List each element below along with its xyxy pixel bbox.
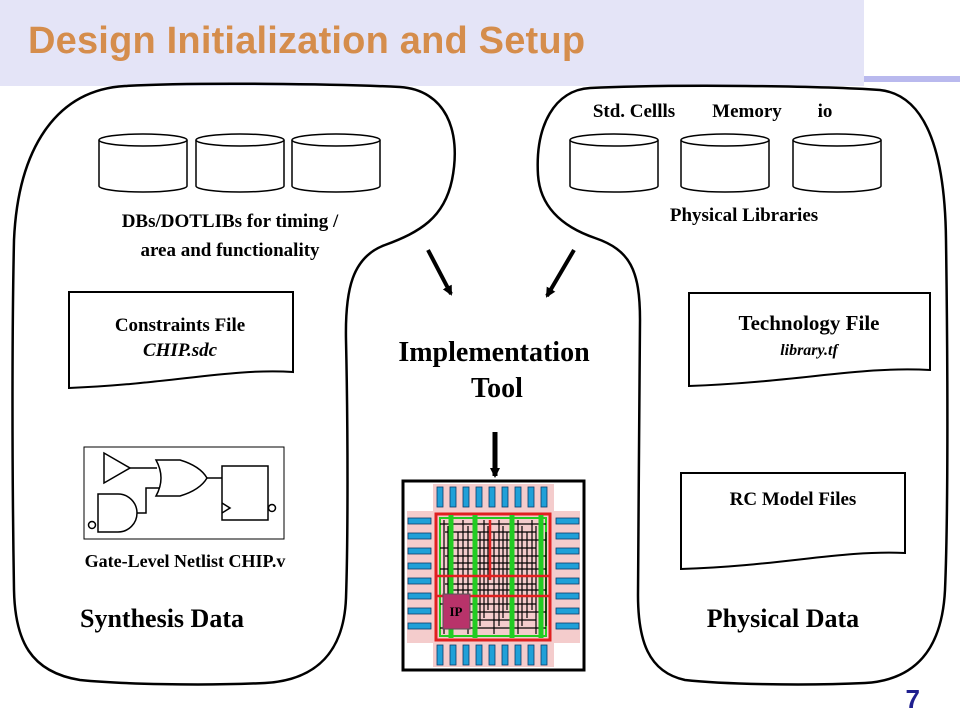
io-pad — [449, 486, 457, 508]
io-pad — [407, 547, 432, 555]
io-pad — [407, 622, 432, 630]
io-pad — [501, 644, 509, 666]
io-pads-top — [436, 486, 548, 508]
slide-title: Design Initialization and Setup — [28, 20, 586, 62]
io-pad — [407, 562, 432, 570]
constraints-file-name: CHIP.sdc — [143, 340, 218, 361]
timing-db-cylinder-3 — [291, 133, 381, 193]
io-pad — [436, 486, 444, 508]
db-caption-line2: area and functionality — [140, 240, 320, 261]
io-pad — [555, 607, 580, 615]
io-pad — [407, 592, 432, 600]
io-pad — [540, 644, 548, 666]
title-underline — [864, 76, 960, 82]
physical-lib-cylinder-std-cells — [569, 133, 659, 193]
netlist-caption: Gate-Level Netlist CHIP.v — [85, 551, 286, 571]
implementation-tool-line1: Implementation — [398, 337, 590, 368]
ip-block — [442, 593, 471, 630]
io-pads-right — [555, 517, 580, 630]
ip-block-label: IP — [450, 604, 463, 619]
io-pad — [407, 577, 432, 585]
synthesis-data-region — [11, 82, 456, 686]
io-pad — [462, 644, 470, 666]
io-pad — [407, 532, 432, 540]
constraints-file-title: Constraints File — [115, 315, 245, 336]
io-pad — [555, 532, 580, 540]
io-pad — [475, 486, 483, 508]
netlist-schematic — [83, 446, 285, 540]
physical-libraries-caption: Physical Libraries — [670, 205, 818, 226]
io-pad — [501, 486, 509, 508]
io-pad — [527, 644, 535, 666]
lib-label-memory: Memory — [712, 101, 782, 122]
db-caption-line1: DBs/DOTLIBs for timing / — [122, 211, 339, 232]
io-pad — [555, 577, 580, 585]
io-pad — [555, 622, 580, 630]
implementation-tool-line2: Tool — [471, 373, 523, 404]
rc-model-files-box — [680, 472, 906, 571]
chip-layout: IP — [401, 479, 586, 672]
io-pad — [462, 486, 470, 508]
rc-model-files-title: RC Model Files — [730, 489, 857, 510]
io-pad — [407, 517, 432, 525]
constraints-file-box — [68, 291, 294, 390]
io-pad — [488, 486, 496, 508]
technology-file-title: Technology File — [739, 311, 880, 335]
io-pad — [488, 644, 496, 666]
title-bar — [0, 0, 864, 86]
io-pad — [436, 644, 444, 666]
arrow-from-physical — [545, 248, 576, 298]
lib-label-std-cells: Std. Cellls — [593, 101, 675, 122]
io-pad — [540, 486, 548, 508]
io-pads-left — [407, 517, 432, 630]
io-pad — [527, 486, 535, 508]
physical-lib-cylinder-memory — [680, 133, 770, 193]
io-pad — [514, 486, 522, 508]
technology-file-box — [688, 292, 931, 388]
page-number: 7 — [905, 684, 920, 714]
physical-data-region — [536, 84, 949, 686]
io-pad — [514, 644, 522, 666]
io-pad — [555, 592, 580, 600]
io-pad — [555, 547, 580, 555]
synthesis-data-label: Synthesis Data — [80, 604, 244, 633]
io-pad — [407, 607, 432, 615]
physical-data-label: Physical Data — [707, 604, 859, 633]
io-pad — [555, 517, 580, 525]
io-pads-bottom — [436, 644, 548, 666]
io-pad — [555, 562, 580, 570]
arrow-from-synthesis — [426, 249, 453, 296]
io-pad — [475, 644, 483, 666]
timing-db-cylinder-2 — [195, 133, 285, 193]
io-pad — [449, 644, 457, 666]
timing-db-cylinder-1 — [98, 133, 188, 193]
technology-file-name: library.tf — [780, 342, 839, 359]
physical-lib-cylinder-io — [792, 133, 882, 193]
lib-label-io: io — [818, 101, 833, 122]
